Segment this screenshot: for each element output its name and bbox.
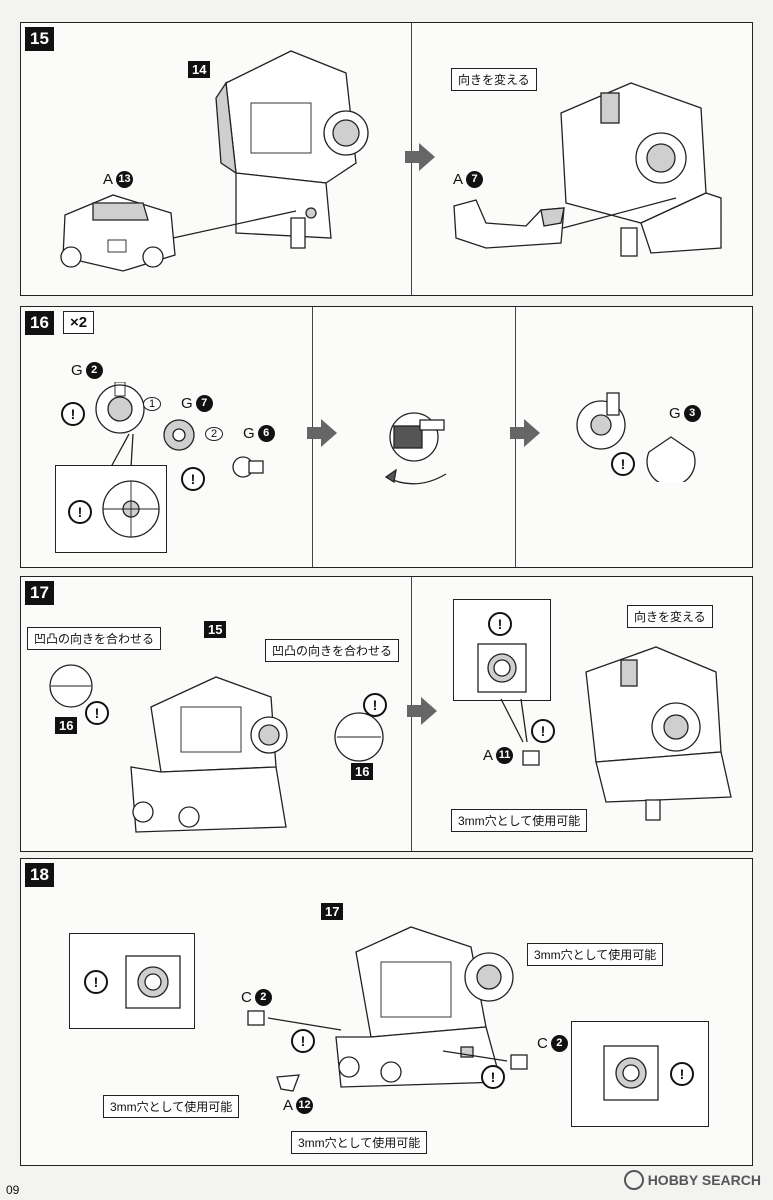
detail-inset: ! (571, 1021, 709, 1127)
hole-usage-label: 3mm穴として使用可能 (527, 943, 664, 966)
part-label-g6: G 6 (243, 425, 275, 442)
assembly-line (562, 197, 677, 229)
warning-icon: ! (85, 701, 109, 725)
part-g7-illustration (163, 419, 195, 451)
reference-step-15: 15 (204, 621, 227, 638)
warning-icon: ! (84, 970, 108, 994)
joint-rotate-illustration (384, 412, 447, 485)
part-a7-illustration (453, 199, 565, 249)
hobby-search-logo-icon (623, 1170, 644, 1190)
reference-step-16-left: 16 (55, 717, 78, 734)
part-label-g2: G 2 (71, 362, 103, 379)
step-15-panel: 15 14 A 13 向きを変える A 7 (20, 22, 753, 296)
watermark: HOBBY SEARCH (623, 1170, 761, 1190)
reference-step-17: 17 (321, 903, 344, 920)
page-number: 09 (6, 1183, 20, 1197)
part-g2-detail (102, 480, 160, 538)
align-label-right: 凹凸の向きを合わせる (265, 639, 400, 662)
head-body-illustration (130, 676, 288, 833)
part-c2-illustration-right (510, 1054, 528, 1070)
step-number: 18 (25, 863, 54, 887)
step-17-panel: 17 凹凸の向きを合わせる 15 凹凸の向きを合わせる 16 ! ! 16 ! … (20, 576, 753, 852)
detail-inset: ! (69, 933, 195, 1029)
detail-inset: ! (55, 465, 167, 553)
rotated-head-illustration (560, 82, 722, 257)
part-label-a11: A 11 (483, 747, 514, 764)
step-16-panel: 16 ×2 G 2 ! G 7 1 2 G 6 ! ! (20, 306, 753, 568)
part-c2-detail (603, 1045, 659, 1101)
callout-line (110, 433, 134, 468)
step-arrow (407, 697, 437, 725)
part-label-c2-right: C 2 (537, 1035, 568, 1052)
callout-line (500, 698, 528, 743)
hole-usage-label: 3mm穴として使用可能 (291, 1131, 428, 1154)
watermark-text: HOBBY SEARCH (647, 1172, 761, 1188)
step-arrow (307, 419, 337, 447)
part-label-g3: G 3 (669, 405, 701, 422)
assembly-line (172, 210, 297, 239)
step-number: 17 (25, 581, 54, 605)
joint-assembled-illustration (576, 392, 626, 450)
left-sphere-illustration (49, 664, 93, 708)
detail-inset: ! (453, 599, 551, 701)
part-g3-illustration (646, 436, 696, 482)
step-number: 15 (25, 27, 54, 51)
rotate-label: 向きを変える (627, 605, 713, 628)
assembly-line (442, 1050, 508, 1062)
warning-icon: ! (68, 500, 92, 524)
part-g2-illustration (95, 382, 145, 434)
warning-icon: ! (488, 612, 512, 636)
warning-icon: ! (531, 719, 555, 743)
part-c2-detail (125, 955, 181, 1009)
part-label-g7: G 7 (181, 395, 213, 412)
part-label-a13: A 13 (103, 171, 134, 188)
warning-icon: ! (670, 1062, 694, 1086)
right-sphere-illustration (334, 712, 384, 762)
head-body-illustration (335, 926, 514, 1088)
rotated-head-illustration (585, 646, 732, 821)
step-arrow (510, 419, 540, 447)
warning-icon: ! (481, 1065, 505, 1089)
part-a11-illustration (522, 750, 540, 766)
reference-step-14: 14 (188, 61, 211, 78)
part-a13-illustration (60, 194, 176, 272)
step-number: 16 (25, 311, 54, 335)
reference-step-16-right: 16 (351, 763, 374, 780)
part-label-a7: A 7 (453, 171, 484, 188)
warning-icon: ! (291, 1029, 315, 1053)
order-1: 1 (143, 397, 162, 411)
part-label-a12: A 12 (283, 1097, 314, 1114)
multiplier-badge: ×2 (63, 311, 95, 334)
assembly-line (267, 1017, 342, 1031)
step-18-panel: 18 17 3mm穴として使用可能 ! C 2 ! A 12 3mm穴として使用… (20, 858, 753, 1166)
hole-usage-label: 3mm穴として使用可能 (103, 1095, 240, 1118)
step-arrow (405, 143, 435, 171)
part-a12-illustration (276, 1074, 300, 1092)
warning-icon: ! (363, 693, 387, 717)
part-a11-detail (477, 643, 527, 693)
order-2: 2 (205, 427, 224, 441)
align-label-left: 凹凸の向きを合わせる (27, 627, 162, 650)
part-c2-illustration-left (247, 1010, 265, 1026)
part-g6-illustration (232, 456, 264, 478)
head-body-illustration (215, 50, 369, 249)
warning-icon: ! (61, 402, 85, 426)
rotate-label: 向きを変える (451, 68, 537, 91)
warning-icon: ! (181, 467, 205, 491)
warning-icon: ! (611, 452, 635, 476)
hole-usage-label: 3mm穴として使用可能 (451, 809, 588, 832)
part-label-c2-left: C 2 (241, 989, 272, 1006)
